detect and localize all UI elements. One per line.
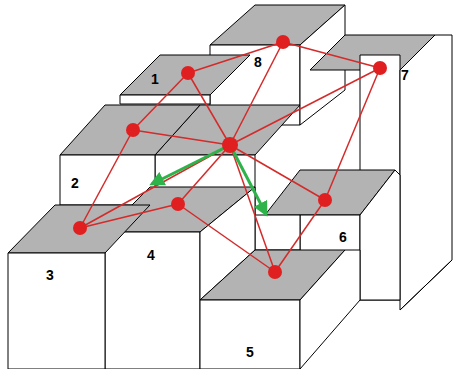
block-number: 6 <box>339 230 347 244</box>
block-number: 5 <box>246 345 254 359</box>
block-number: 8 <box>254 55 262 69</box>
block-number: 7 <box>401 68 409 82</box>
block-number: 3 <box>46 268 54 282</box>
block-number: 1 <box>151 72 159 86</box>
block-number: 2 <box>71 176 79 190</box>
block-number: 4 <box>147 248 155 262</box>
